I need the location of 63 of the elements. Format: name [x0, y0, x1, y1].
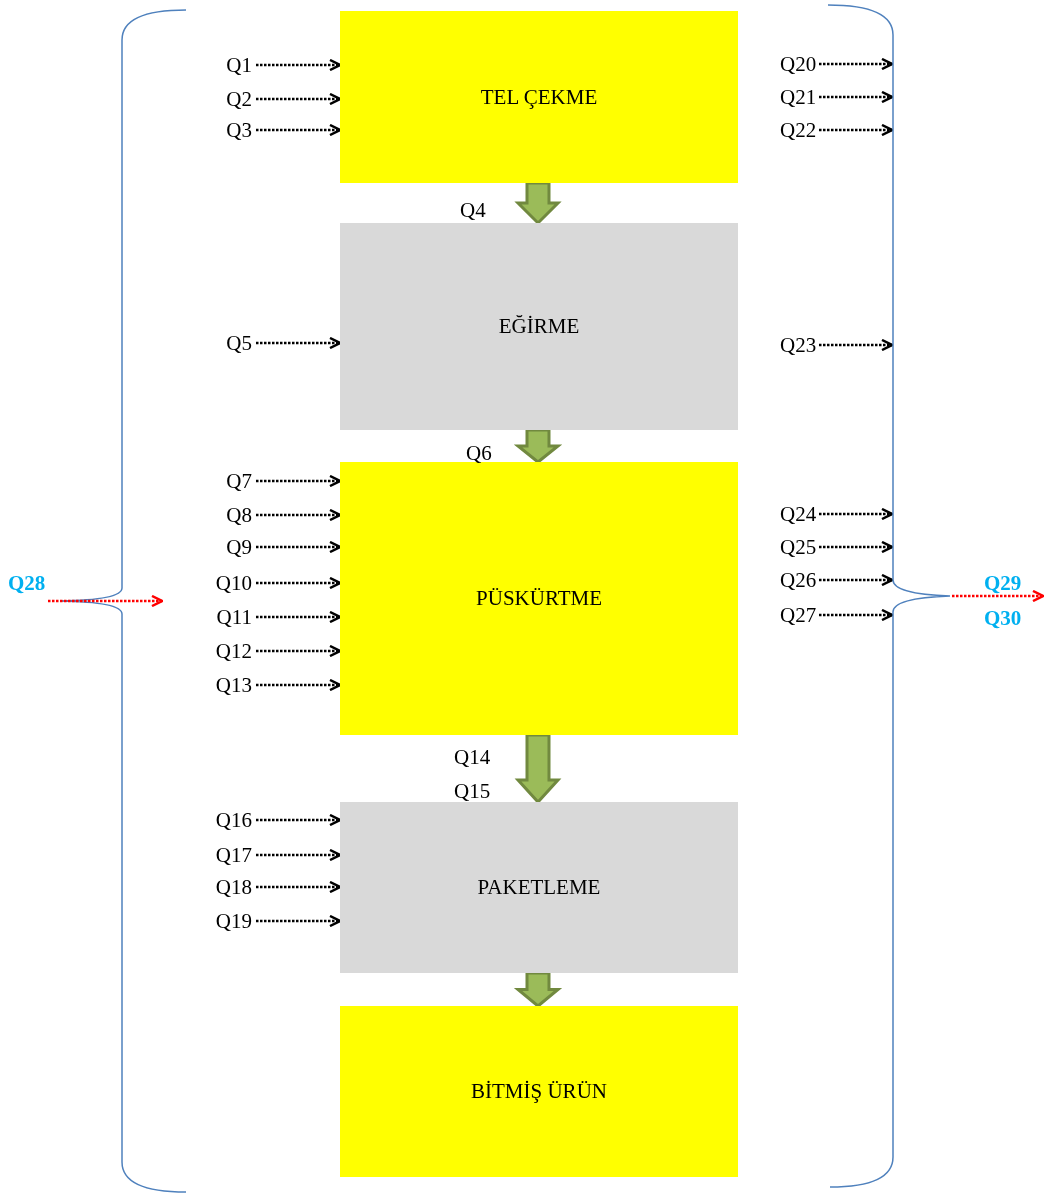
signal-label: Q10 — [200, 571, 252, 595]
signal-label: Q18 — [200, 875, 252, 899]
bracket-drawing — [826, 4, 952, 1190]
arrow — [819, 57, 894, 71]
edge-label: Q4 — [460, 197, 487, 224]
arrow — [256, 474, 342, 488]
signal-label: Q25 — [780, 535, 826, 559]
arrow — [256, 508, 342, 522]
arrow — [819, 573, 894, 587]
arrow — [256, 848, 342, 862]
process-box: BİTMİŞ ÜRÜN — [340, 1006, 738, 1177]
arrow — [256, 92, 342, 106]
arrow — [819, 507, 894, 521]
signal-label: Q13 — [200, 673, 252, 697]
signal-label: Q22 — [780, 118, 826, 142]
block-arrow — [514, 733, 562, 805]
signal-label: Q26 — [780, 568, 826, 592]
edge-label: Q14 Q15 — [454, 744, 492, 805]
signal-label: Q7 — [200, 469, 252, 493]
signal-label: Q23 — [780, 333, 826, 357]
signal-label: Q1 — [200, 53, 252, 77]
arrow — [256, 336, 342, 350]
block-arrow — [513, 971, 563, 1008]
arrow — [819, 540, 894, 554]
process-box: PÜSKÜRTME — [340, 462, 738, 735]
arrow — [256, 880, 342, 894]
arrow — [819, 90, 894, 104]
arrow — [256, 678, 342, 692]
signal-label: Q17 — [200, 843, 252, 867]
signal-label: Q11 — [200, 605, 252, 629]
arrow — [819, 608, 894, 622]
process-box: TEL ÇEKME — [340, 11, 738, 183]
signal-label: Q2 — [200, 87, 252, 111]
arrow — [48, 594, 164, 608]
block-arrow — [514, 181, 562, 226]
signal-label: Q24 — [780, 502, 826, 526]
arrow — [256, 576, 342, 590]
signal-label: Q20 — [780, 52, 826, 76]
signal-label: Q5 — [200, 331, 252, 355]
process-box: PAKETLEME — [340, 802, 738, 973]
arrow — [819, 338, 894, 352]
arrow — [256, 58, 342, 72]
signal-label: Q29 — [984, 571, 1022, 595]
signal-label: Q12 — [200, 639, 252, 663]
signal-label: Q16 — [200, 808, 252, 832]
signal-label: Q27 — [780, 603, 826, 627]
block-arrow — [513, 428, 563, 464]
arrow — [952, 589, 1045, 603]
signal-label: Q8 — [200, 503, 252, 527]
process-box: EĞİRME — [340, 223, 738, 430]
arrow — [256, 813, 342, 827]
signal-label: Q21 — [780, 85, 826, 109]
signal-label: Q30 — [984, 606, 1022, 630]
arrow — [256, 123, 342, 137]
arrow — [819, 123, 894, 137]
signal-label: Q19 — [200, 909, 252, 933]
signal-label: Q3 — [200, 118, 252, 142]
arrow — [256, 914, 342, 928]
signal-label: Q28 — [8, 571, 50, 595]
arrow — [256, 610, 342, 624]
signal-label: Q9 — [200, 535, 252, 559]
arrow — [256, 644, 342, 658]
arrow — [256, 540, 342, 554]
